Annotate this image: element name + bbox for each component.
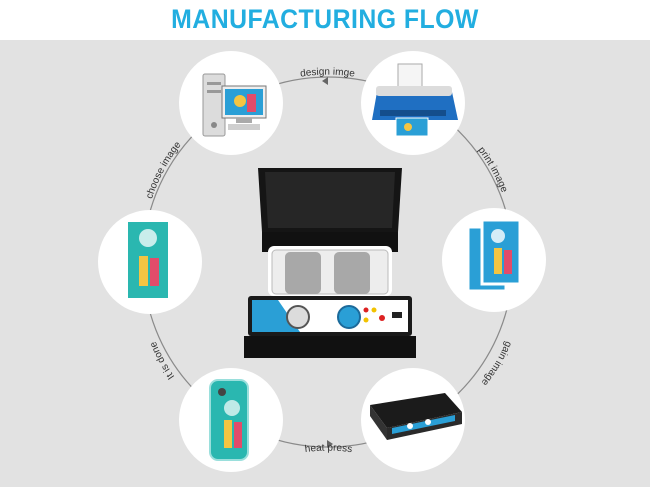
step-gain xyxy=(442,208,546,312)
heat-press-machine-icon xyxy=(370,393,462,440)
step-print xyxy=(361,51,465,155)
step-done xyxy=(179,368,283,472)
printer-icon xyxy=(372,63,458,137)
header-bar: MANUFACTURING FLOW xyxy=(0,0,650,40)
step-label-print: print image xyxy=(476,145,510,194)
step-design xyxy=(179,51,283,155)
3d-vacuum-heat-press-icon xyxy=(244,168,416,358)
step-choose xyxy=(98,210,202,314)
step-label-press: heat press xyxy=(304,443,353,456)
page-title: MANUFACTURING FLOW xyxy=(171,4,479,34)
artwork-card-icon xyxy=(128,222,168,298)
step-label-design: design imge xyxy=(299,67,356,80)
step-label-gain: gain image xyxy=(479,340,514,388)
phone-case-icon xyxy=(209,379,249,461)
printed-sheets-icon xyxy=(466,218,522,293)
step-press xyxy=(361,368,465,472)
step-label-choose: choose image xyxy=(144,139,184,200)
computer-icon xyxy=(202,73,267,137)
